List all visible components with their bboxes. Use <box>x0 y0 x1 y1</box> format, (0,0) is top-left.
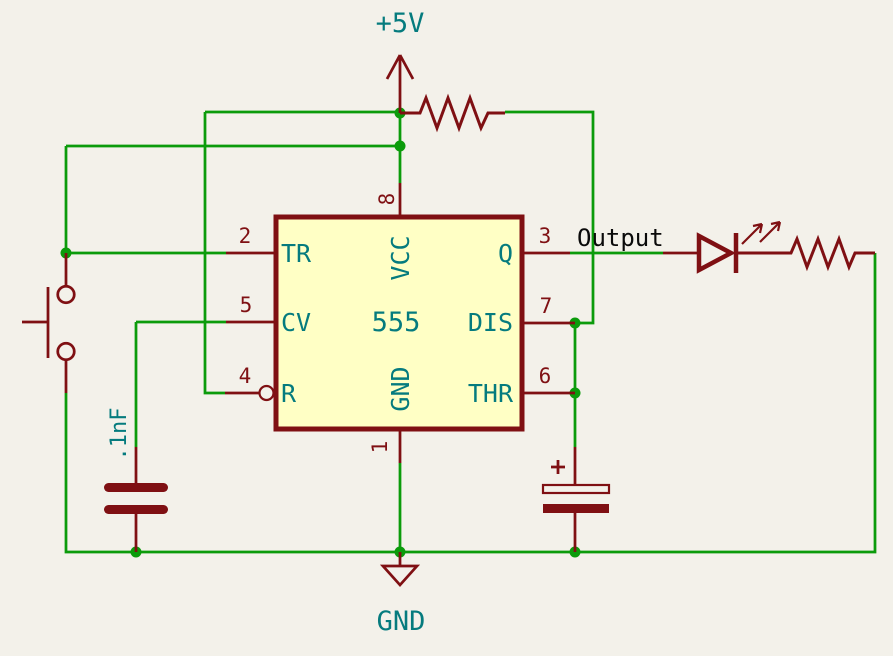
junction-dot <box>394 140 406 152</box>
led[interactable] <box>663 220 782 274</box>
pin-number: 1 <box>368 441 392 454</box>
switch-actuator-icon <box>22 287 50 358</box>
pin-name-r: R <box>281 379 297 408</box>
capacitor-value: .1nF <box>107 408 132 461</box>
wire[interactable] <box>64 253 877 554</box>
ic-555[interactable]: 2 5 4 8 1 3 7 6 TR CV R VCC GND Q DIS TH… <box>225 183 575 463</box>
wire[interactable] <box>505 110 595 325</box>
gnd-triangle-icon <box>379 564 421 588</box>
capacitor-c1[interactable]: .1nF <box>104 408 168 552</box>
pin-number: 3 <box>539 224 552 248</box>
pin-number: 2 <box>239 224 252 248</box>
capacitor-plate-icon <box>541 483 611 495</box>
pin-name-gnd: GND <box>386 366 415 411</box>
pin-number: 4 <box>239 364 252 388</box>
capacitor-c2-polarized[interactable] <box>541 447 611 552</box>
power-flag-5v[interactable]: +5V <box>376 8 425 113</box>
wires <box>64 110 877 554</box>
gnd-symbol[interactable]: GND <box>377 552 426 637</box>
power-arrow-icon <box>385 54 415 113</box>
resistor-r2[interactable] <box>737 234 875 272</box>
switch-contact-icon <box>56 341 76 362</box>
pin-name-vcc: VCC <box>386 235 415 280</box>
led-triangle-icon <box>696 232 736 274</box>
capacitor-plate-icon <box>104 483 168 492</box>
pin-number: 8 <box>375 193 399 206</box>
pin-number: 5 <box>240 293 253 317</box>
power-label: +5V <box>376 8 425 39</box>
resistor-r1[interactable] <box>400 93 505 133</box>
pin-number: 6 <box>539 364 552 388</box>
gnd-label: GND <box>377 606 426 637</box>
pin-name-cv: CV <box>281 308 311 337</box>
resistor-zigzag-icon <box>400 93 505 133</box>
ic-body <box>273 214 525 432</box>
wire[interactable] <box>203 112 225 395</box>
pin-name-thr: THR <box>468 379 514 408</box>
resistor-zigzag-icon <box>737 234 875 272</box>
ic-name: 555 <box>372 307 421 338</box>
push-button-switch[interactable] <box>22 253 76 393</box>
pin-name-tr: TR <box>281 239 312 268</box>
switch-contact-icon <box>56 284 76 305</box>
pin-name-q: Q <box>498 239 513 268</box>
pin-number: 7 <box>540 294 553 318</box>
inversion-bubble-icon <box>258 384 275 402</box>
capacitor-plate-icon <box>104 505 168 514</box>
plus-polarity-icon <box>551 460 565 474</box>
led-light-arrows-icon <box>741 220 782 245</box>
pin-name-dis: DIS <box>468 308 513 337</box>
net-label-output[interactable]: Output <box>577 224 664 252</box>
capacitor-plate-icon <box>543 504 609 513</box>
